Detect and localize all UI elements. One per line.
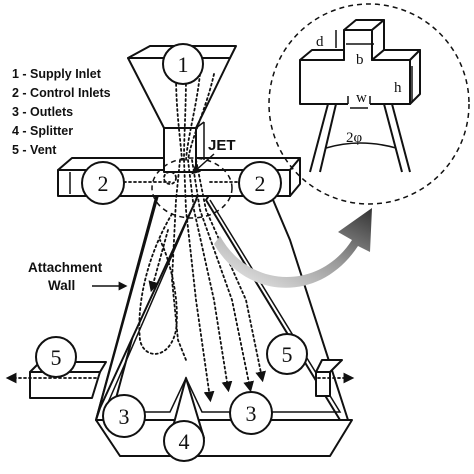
dim-w-label: w	[356, 90, 367, 106]
jet-region-circle	[151, 157, 233, 219]
port-number-supply: 1	[178, 52, 189, 77]
jet-vortex-left	[163, 171, 177, 185]
detail-circle	[268, 3, 470, 205]
port-circle-outlet-left	[102, 394, 146, 438]
attachment-wall-label-line2: Wall	[48, 278, 75, 293]
port-circle-splitter	[163, 420, 205, 462]
port-circle-supply	[162, 43, 204, 85]
zoom-arrow	[214, 208, 372, 288]
port-number-control-left: 2	[98, 171, 109, 196]
legend: 1 - Supply Inlet 2 - Control Inlets 3 - …	[12, 67, 111, 157]
port-markers: 1 2 2 5 5 3 3 4	[35, 43, 308, 462]
port-circle-control-right	[238, 161, 282, 205]
detail-inset: d b h w 2φ	[268, 3, 470, 205]
detail-block-top-left	[299, 49, 345, 61]
port-number-control-right: 2	[255, 171, 266, 196]
port-circle-vent-left	[35, 336, 77, 378]
angle-arc	[325, 142, 397, 149]
legend-item-vent: 5 - Vent	[12, 143, 57, 157]
port-number-vent-right: 5	[282, 342, 293, 367]
port-circle-control-left	[81, 161, 125, 205]
jet-pointer	[191, 153, 215, 175]
vent-right-top	[315, 359, 343, 373]
port-number-outlet-left: 3	[119, 404, 130, 429]
dim-d-label: d	[316, 34, 324, 50]
jet-label: JET	[208, 137, 236, 154]
port-circle-outlet-right	[229, 391, 273, 435]
legend-item-outlets: 3 - Outlets	[12, 105, 73, 119]
port-number-splitter: 4	[179, 429, 190, 454]
legend-item-splitter: 4 - Splitter	[12, 124, 73, 138]
vent-right-inner	[315, 371, 331, 397]
dim-b-label: b	[356, 52, 364, 68]
legend-item-supply-inlet: 1 - Supply Inlet	[12, 67, 102, 81]
dim-angle-label: 2φ	[346, 130, 363, 146]
port-number-vent-left: 5	[51, 345, 62, 370]
port-circle-vent-right	[266, 333, 308, 375]
legend-item-control-inlets: 2 - Control Inlets	[12, 86, 111, 100]
attachment-wall-label-line1: Attachment	[28, 260, 103, 275]
dim-h-label: h	[394, 80, 402, 96]
port-number-outlet-right: 3	[246, 401, 257, 426]
